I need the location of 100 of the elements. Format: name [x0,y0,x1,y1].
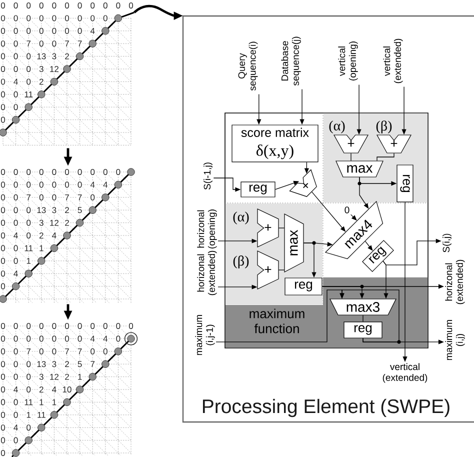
matrix-value: 1 [76,373,83,380]
signal-label: horizonal (opening) [197,210,217,248]
coefficient-label: (α) [233,212,249,224]
matrix-value: 0 [51,40,58,48]
matrix-value: 0 [12,40,19,48]
matrix-value: 0 [26,206,32,214]
matrix-value: 0 [128,322,134,330]
matrix-value: 0 [26,181,32,188]
matrix-value: 7 [26,40,32,48]
matrix-value: 2 [64,219,70,226]
signal-label: vertical (extended) [382,363,428,383]
matrix-value: 0 [38,335,44,342]
matrix-value: 7 [64,40,70,48]
matrix-value: 0 [0,206,6,214]
matrix-value: 3 [51,206,58,214]
matrix-value: 0 [38,27,44,34]
matrix-value: 0 [26,168,32,176]
register-box: reg [396,164,414,202]
matrix-value: 0 [26,232,32,239]
arrow [213,178,241,192]
matrix-value: 4 [12,386,19,393]
matrix-value: 0 [38,2,44,9]
signal-label: maximum (i,j-1) [195,315,215,355]
matrix-value: 7 [76,348,83,355]
matrix-value: 0 [0,90,6,98]
max-block: max [336,160,384,178]
matrix-value: 3 [38,373,44,380]
matrix-value: 0 [51,2,58,9]
matrix-value: 0 [0,322,6,330]
matrix-value: 5 [76,360,83,368]
matrix-value: 4 [90,181,96,188]
matrix-value: 12 [48,219,60,226]
arrow [364,240,373,251]
constant-label: 0 [344,206,350,214]
matrix-value: 0 [0,78,6,86]
arrow [359,176,369,209]
matrix-value: 10 [62,386,72,393]
matrix-value: 0 [38,348,44,355]
matrix-value: 0 [64,27,70,34]
matrix-value: 0 [12,219,19,226]
matrix-value: 0 [0,168,6,176]
signal-label: Query sequence(i) [238,42,258,91]
matrix-value: 1 [51,398,58,406]
signal-label: S(i-1,j) [204,162,212,190]
matrix-value: 2 [64,206,70,214]
arrow [350,214,357,221]
max-block: max [284,214,304,272]
matrix-value: 0 [64,335,70,342]
wire [350,152,352,162]
matrix-value: 0 [12,360,19,368]
matrix-value: 0 [12,90,19,98]
matrix-value: 0 [0,373,6,380]
matrix-value: 0 [12,104,19,111]
matrix-value: 0 [51,168,58,176]
matrix-value: 0 [51,322,58,330]
matrix-value: 4 [102,335,108,342]
matrix-value: 0 [90,348,96,355]
matrix-value: 0 [26,386,32,393]
signal-label: S(i,j) [442,234,452,252]
matrix-value: 0 [0,335,6,342]
matrix-value: 0 [26,78,32,86]
arrow [311,191,346,232]
matrix-value: 0 [76,14,83,22]
matrix-value: 0 [38,181,44,188]
matrix-value: 0 [26,322,32,330]
matrix-value: 2 [64,373,70,380]
matrix-value: 12 [48,373,60,380]
matrix-value: 0 [12,27,19,34]
matrix-value: 0 [38,322,44,330]
matrix-value: 0 [102,322,108,330]
matrix-value: 7 [76,194,83,201]
matrix-value: 0 [12,348,19,355]
matrix-value: 4 [12,424,19,431]
arrow [402,86,406,135]
matrix-value: 0 [26,14,32,22]
matrix-value: 2 [38,78,44,86]
matrix-value: 0 [0,449,6,456]
matrix-value: 0 [90,2,96,9]
matrix-value: 0 [12,65,19,72]
matrix-value: 0 [0,244,6,252]
matrix-value: 0 [51,194,58,201]
matrix-value: 0 [38,40,44,48]
matrix-value: 0 [102,168,108,176]
matrix-value: 4 [12,78,19,86]
arrow [382,260,388,299]
matrix-value: 0 [38,194,44,201]
matrix-value: 0 [51,181,58,188]
arrow [356,84,362,135]
matrix-value: 0 [0,411,6,418]
matrix-value: 4 [12,232,19,239]
matrix-value: 1 [38,244,44,252]
matrix-value: 2 [38,386,44,393]
matrix-value: 0 [26,52,32,60]
matrix-value: 0 [128,2,134,9]
matrix-value: 3 [51,360,58,368]
matrix-value: 0 [90,322,96,330]
matrix-value: 7 [64,348,70,355]
coefficient-label: (α) [329,120,345,134]
coefficient-label: (β) [376,120,392,134]
matrix-value: 0 [51,335,58,342]
